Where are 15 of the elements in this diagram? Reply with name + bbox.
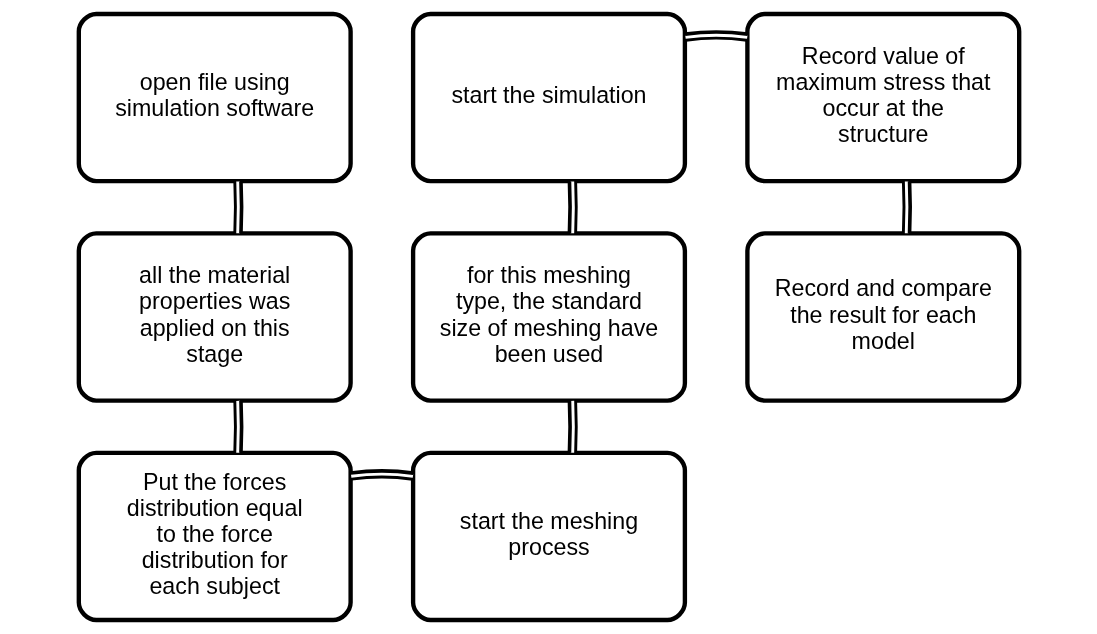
node-box: start the meshing process (410, 450, 687, 623)
node-box: Record value of maximum stress that occur at the structure (744, 11, 1021, 184)
connector (350, 469, 414, 481)
connector (232, 400, 243, 453)
node-box: all the material properties was applied on this stage (76, 231, 353, 403)
connector (232, 181, 243, 234)
connector (567, 400, 578, 453)
connector (567, 181, 578, 234)
node-box: start the simulation (410, 11, 687, 184)
node-box: for this meshing type, the standard size of meshing have been used (410, 231, 687, 403)
node-box: open file using simulation software (76, 11, 353, 184)
node-box: Record and compare the result for each model (744, 231, 1021, 403)
connector (684, 30, 748, 42)
connector (901, 181, 912, 234)
node-box: Put the forces distribution equal to the force distribution for each subject (76, 450, 353, 623)
